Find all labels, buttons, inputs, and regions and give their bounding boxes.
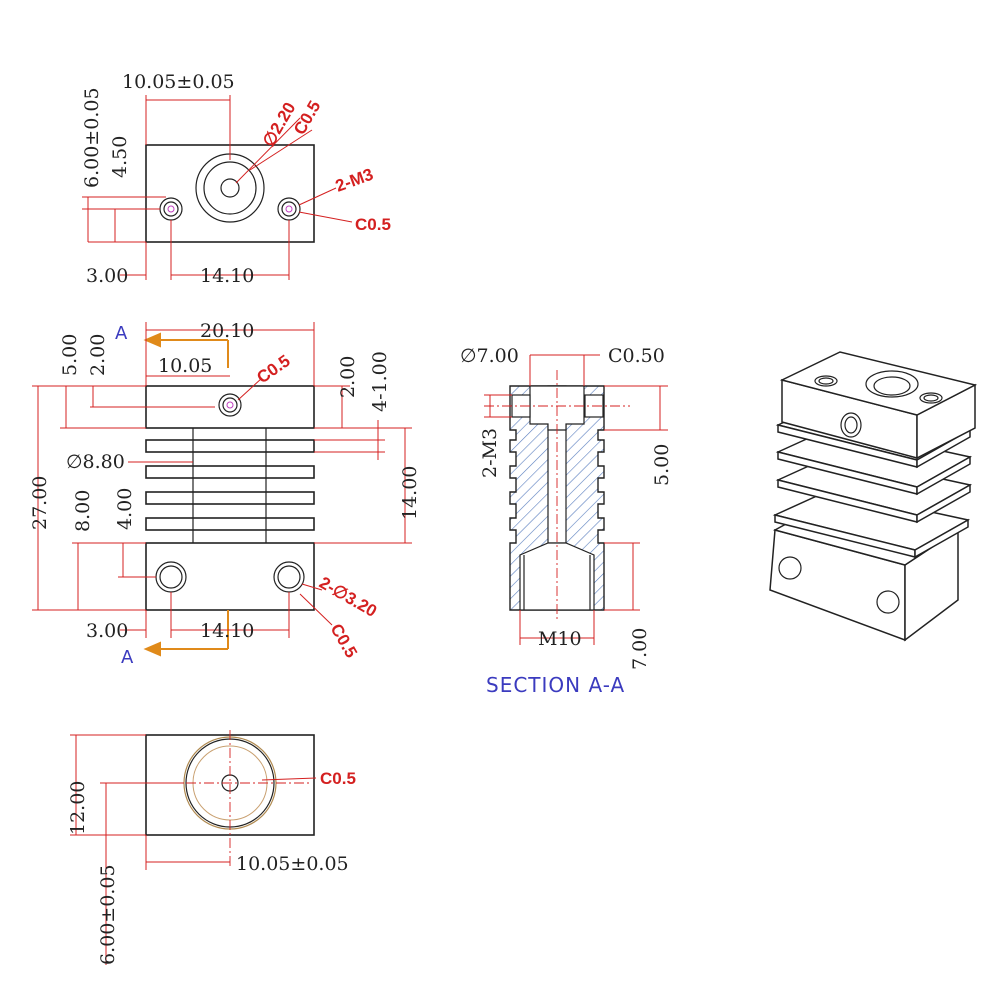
front-screw-hole <box>218 393 242 417</box>
section-thread-bottom-dim: M10 <box>538 628 582 650</box>
top-view: 10.05±0.05 6.00±0.05 4.50 ∅2.20 C0.5 2-M… <box>81 71 391 287</box>
section-depth-right-dim: 5.00 <box>651 444 673 486</box>
bottom-width-dim: 10.05±0.05 <box>236 853 349 875</box>
top-chamfer-note: C0.5 <box>290 97 324 138</box>
front-bottom-block <box>145 542 315 611</box>
front-chamfer-bottom-note: C0.5 <box>327 621 361 662</box>
front-overall-height-dim: 27.00 <box>29 476 51 530</box>
front-overall-width-dim: 20.10 <box>200 320 254 342</box>
iso-top-bore <box>865 370 919 398</box>
fin-1 <box>145 439 315 453</box>
front-shaft-dia-dim: ∅8.80 <box>66 451 125 473</box>
top-width-dim: 10.05±0.05 <box>122 71 235 93</box>
bottom-left-dim: 6.00±0.05 <box>97 864 119 965</box>
section-view: ∅7.00 C0.50 2-M3 5.00 M10 7.00 SECTION A… <box>460 345 673 697</box>
front-view: A A 20.10 10.05 <box>29 320 421 668</box>
top-height-dim: 6.00±0.05 <box>81 87 103 188</box>
top-view-filament-hole <box>220 178 240 198</box>
section-label-bottom: A <box>121 647 134 668</box>
iso-top-block-top <box>779 351 978 416</box>
bottom-view: 12.00 C0.5 10.05±0.05 6.00±0.05 <box>67 730 356 965</box>
iso-side-thread-hole <box>840 412 862 438</box>
front-fin-zone-dim: 14.00 <box>399 466 421 520</box>
bottom-chamfer-note: C0.5 <box>320 769 356 788</box>
section-label-top: A <box>115 323 128 344</box>
front-chamfer-top-note: C0.5 <box>253 351 293 387</box>
fin-2 <box>145 465 315 479</box>
top-view-block <box>145 144 315 243</box>
front-bottom-left-offset-dim: 3.00 <box>86 620 128 642</box>
section-bore-dia-dim: ∅7.00 <box>460 345 519 367</box>
front-bottom-dim-4: 4.00 <box>114 488 136 530</box>
front-top-dim-2: 2.00 <box>87 334 109 376</box>
top-hole-spacing-dim: 14.10 <box>200 265 254 287</box>
front-half-width-dim: 10.05 <box>158 355 212 377</box>
isometric-view <box>769 351 978 642</box>
front-hole-note: 2-∅3.20 <box>316 573 380 621</box>
front-top-dim-5: 5.00 <box>59 334 81 376</box>
section-depth-bottom-dim: 7.00 <box>629 628 651 670</box>
iso-hole-right <box>876 590 900 614</box>
fin-4 <box>145 517 315 531</box>
top-thread-note: 2-M3 <box>333 165 376 196</box>
top-inner-height-dim: 4.50 <box>109 136 131 178</box>
front-bottom-dim-8: 8.00 <box>72 490 94 532</box>
top-left-offset-dim: 3.00 <box>86 265 128 287</box>
section-title: SECTION A-A <box>486 673 625 697</box>
section-chamfer-dim: C0.50 <box>608 345 665 367</box>
front-right-dim-2: 2.00 <box>337 356 359 398</box>
front-fin-thickness-dim: 4-1.00 <box>369 351 391 412</box>
bottom-height-dim: 12.00 <box>67 781 89 835</box>
front-bottom-hole-spacing-dim: 14.10 <box>200 620 254 642</box>
iso-hole-left <box>778 556 802 580</box>
fin-3 <box>145 491 315 505</box>
section-thread-top-dim: 2-M3 <box>479 428 501 478</box>
top-chamfer-side-note: C0.5 <box>355 215 391 234</box>
